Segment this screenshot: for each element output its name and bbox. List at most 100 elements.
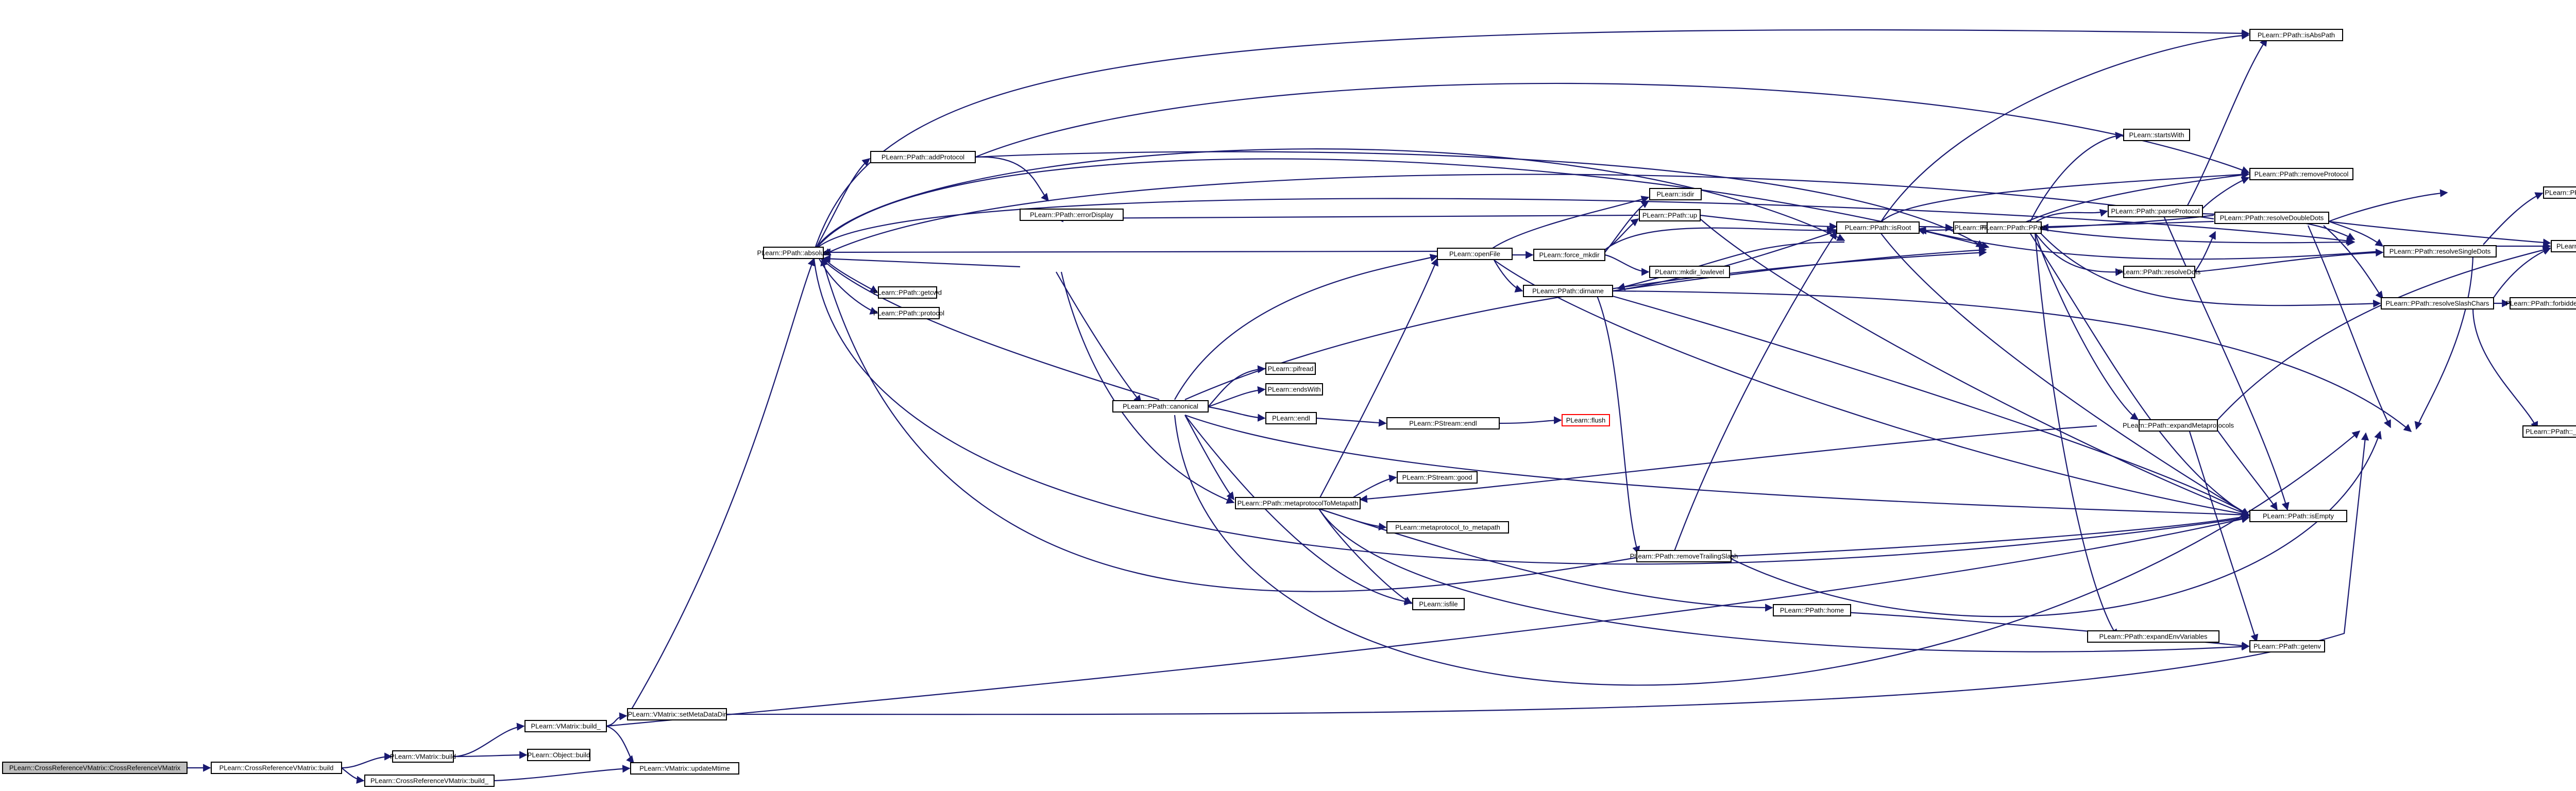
node-box: [2249, 640, 2325, 652]
node-label: PLearn::metaprotocol_to_metapath: [1395, 524, 1500, 531]
node-resolve-single-dots[interactable]: PLearn::PPath::resolveSingleDots: [2383, 245, 2497, 257]
edge-meta-to-openfile: [1318, 257, 1438, 500]
node-expand-env[interactable]: PLearn::PPath::expandEnvVariables: [2087, 630, 2219, 643]
node-label: PLearn::endsWith: [1267, 386, 1320, 393]
node-label: PLearn::PPath::removeTrailingSlash: [1630, 553, 1738, 560]
edge-meta-to-getenv: [1318, 508, 2250, 652]
node-absolute[interactable]: PLearn::PPath::absolute: [757, 247, 830, 259]
edge-resolveslash-to-slashchar: [2472, 307, 2538, 430]
node-is-abs-path[interactable]: PLearn::PPath::isAbsPath: [2249, 29, 2343, 41]
node-pifraud[interactable]: PLearn::pifread: [1265, 363, 1316, 375]
edge-openfile-to-absolute: [822, 248, 1438, 256]
node-pstream-endl[interactable]: PLearn::PStream::endl: [1386, 417, 1500, 429]
node-box: [1412, 598, 1465, 610]
node-force-mkdir[interactable]: PLearn::force_mkdir: [1533, 249, 1605, 261]
node-dirname[interactable]: PLearn::PPath::dirname: [1523, 285, 1613, 297]
node-set-metadatadir[interactable]: PLearn::VMatrix::setMetaDataDir: [627, 708, 727, 720]
node-vmatrix-build[interactable]: PLearn::VMatrix::build: [390, 750, 456, 763]
node-box: [211, 762, 342, 774]
node-home[interactable]: PLearn::PPath::home: [1773, 604, 1851, 616]
edge-expandmeta-to-find: [2215, 246, 2551, 423]
node-pstream-good[interactable]: PLearn::PStream::good: [1397, 471, 1478, 484]
node-open-file[interactable]: PLearn::openFile: [1437, 248, 1513, 260]
node-resolve-double-dots[interactable]: PLearn::PPath::resolveDoubleDots: [2214, 212, 2329, 224]
node-box: [524, 720, 607, 732]
node-slash-char[interactable]: PLearn::PPath::_slash_char: [2522, 425, 2576, 438]
node-expand-metaprotocols[interactable]: PLearn::PPath::expandMetaprotocols: [2123, 419, 2234, 432]
node-label: PLearn::PPath::addProtocol: [882, 153, 964, 161]
node-canonical[interactable]: PLearn::PPath::canonical: [1112, 400, 1209, 412]
node-label: PLearn::VMatrix::setMetaDataDir: [628, 711, 726, 718]
edge-parse-to-isempty: [2163, 216, 2290, 511]
node-ends-with-canon[interactable]: PLearn::endsWith: [1265, 383, 1323, 396]
edge-addprotocol-to-errordisplay: [975, 156, 1049, 202]
node-cross-ctor[interactable]: PLearn::CrossReferenceVMatrix::CrossRefe…: [2, 762, 188, 774]
node-metaprotocol-to-metapath[interactable]: PLearn::PPath::metaprotocolToMetapath: [1235, 497, 1361, 509]
node-remove-protocol[interactable]: PLearn::PPath::removeProtocol: [2249, 168, 2353, 180]
node-resolve-slash-chars[interactable]: PLearn::PPath::resolveSlashChars: [2381, 297, 2494, 309]
node-box: [1265, 383, 1323, 396]
edge-resolvedouble-to-find: [2328, 220, 2551, 247]
node-box: [630, 762, 739, 775]
node-cross-build-[interactable]: PLearn::CrossReferenceVMatrix::build_: [364, 775, 495, 787]
edge-resolvedouble-to-resolvesingle: [2328, 220, 2384, 247]
node-isfile[interactable]: PLearn::isfile: [1412, 598, 1465, 610]
node-box: [2383, 245, 2497, 257]
node-label: PLearn::PPath::dirname: [1532, 287, 1604, 295]
node-protocol[interactable]: PLearn::PPath::protocol: [873, 307, 944, 319]
node-cross-build[interactable]: PLearn::CrossReferenceVMatrix::build: [211, 762, 342, 774]
node-label: PLearn::force_mkdir: [1539, 251, 1600, 259]
edge-ppath-to-parseprotocol: [2035, 209, 2108, 223]
node-resolve-dots[interactable]: PLearn::PPath::resolveDots: [2118, 266, 2201, 278]
node-add-protocol[interactable]: PLearn::PPath::addProtocol: [870, 151, 976, 163]
node-pp-up[interactable]: PLearn::PPath::up: [1639, 209, 1701, 221]
node-box: [2, 762, 188, 774]
node-mkdir-lowlevel[interactable]: PLearn::mkdir_lowlevel: [1649, 266, 1730, 278]
node-box: [1649, 266, 1730, 278]
node-update-mtime[interactable]: PLearn::VMatrix::updateMtime: [630, 762, 739, 775]
edge-vb_-to-isempty: [606, 515, 2250, 727]
node-is-root[interactable]: PLearn::PPath::isRoot: [1836, 221, 1920, 234]
edge-canonical-to-isfile: [1184, 415, 1413, 606]
call-edges: [187, 29, 2551, 784]
node-box: [1235, 497, 1361, 509]
node-parse-protocol[interactable]: PLearn::PPath::parseProtocol: [2108, 205, 2203, 217]
node-is-empty[interactable]: PLearn::PPath::isEmpty: [2249, 510, 2347, 522]
edge-absolute-to-isabspath: [813, 29, 2250, 252]
node-isdir[interactable]: PLearn::isdir: [1649, 188, 1702, 200]
node-error-display[interactable]: PLearn::PPath::errorDisplay: [1020, 209, 1124, 221]
node-label: PLearn::mkdir_lowlevel: [1655, 268, 1724, 276]
edge-resolvesingle-to-slash: [2483, 192, 2544, 245]
edge-canonical-to-pifraud: [1208, 365, 1266, 407]
node-label: PLearn::Object::build: [528, 751, 590, 759]
node-box: [1639, 209, 1701, 221]
edge-canonical-to-ppath: [1184, 249, 1987, 401]
node-vmatrix-build-[interactable]: PLearn::VMatrix::build_: [524, 720, 607, 732]
node-forbidden-chars[interactable]: PLearn::PPath::forbidden_chars: [2505, 297, 2576, 309]
node-box: [878, 286, 937, 299]
node-slash[interactable]: PLearn::PPath::_slash: [2543, 186, 2576, 199]
edge-canonical-to-openfile: [1174, 253, 1438, 400]
node-metaprotocol-to-metapath-fn[interactable]: PLearn::metaprotocol_to_metapath: [1386, 521, 1509, 534]
node-endl[interactable]: PLearn::endl: [1265, 412, 1317, 424]
node-getenv[interactable]: PLearn::PPath::getenv: [2249, 640, 2325, 652]
edge-up-to-errordisplay: [1055, 214, 1639, 222]
node-ppath-ctor[interactable]: PLearn::PPath::PPath: [1981, 221, 2047, 234]
node-box: [527, 749, 590, 761]
node-box: [1562, 414, 1610, 426]
edge-build-to-build_: [341, 767, 365, 784]
node-find[interactable]: PLearn::find: [2551, 240, 2576, 252]
node-label: PLearn::isfile: [1419, 600, 1458, 608]
edge-resolvedouble-to-slashchar: [2307, 225, 2391, 428]
edge-vb-to-object-build: [453, 751, 528, 759]
node-starts-with[interactable]: PLearn::startsWith: [2123, 129, 2190, 141]
edge-removetrailing-to-isroot: [1673, 231, 1837, 552]
edge-setmeta-to-slashchar: [726, 432, 2369, 715]
node-object-build[interactable]: PLearn::Object::build: [527, 749, 590, 761]
edge-ppath-to-startswith: [2029, 131, 2124, 223]
node-box: [1265, 363, 1316, 375]
node-label: PLearn::PPath::protocol: [873, 309, 944, 317]
node-flush[interactable]: PLearn::flush: [1562, 414, 1610, 426]
node-remove-trailing-slash[interactable]: PLearn::PPath::removeTrailingSlash: [1630, 550, 1738, 562]
node-getcwd[interactable]: PLearn::PPath::getcwd: [873, 286, 942, 299]
